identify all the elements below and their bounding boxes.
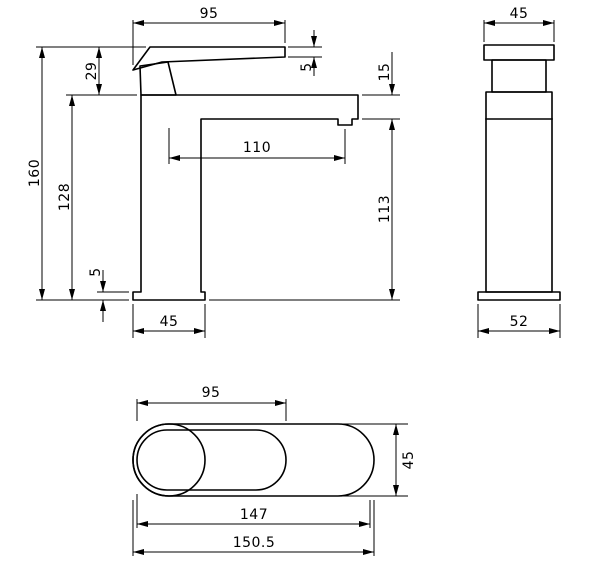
dim-side-top-depth: 45	[483, 6, 555, 42]
dim-side-base-depth: 52	[477, 304, 561, 338]
dim-label-front-handle-length: 95	[200, 6, 219, 22]
side-base-outline	[477, 291, 561, 301]
dim-label-front-spout-reach: 110	[243, 140, 271, 156]
front-handle-lever-outline	[132, 46, 286, 71]
front-view: 95 5 29 160	[27, 6, 400, 338]
dim-label-side-base-depth: 52	[510, 314, 529, 330]
dim-label-top-body-width: 45	[401, 451, 417, 470]
side-handle-outline	[483, 44, 555, 61]
side-neck-outline	[491, 59, 547, 93]
dim-label-top-overall-length: 150.5	[233, 535, 276, 551]
top-body-circle	[132, 423, 206, 497]
dim-label-front-handle-tip-thickness: 5	[299, 62, 315, 71]
dim-top-handle-length: 95	[136, 385, 287, 421]
dim-label-front-base-width: 45	[160, 314, 179, 330]
dim-label-front-spout-tip-thickness: 15	[377, 63, 393, 82]
dim-front-overall-height: 160	[27, 47, 129, 301]
dim-front-spout-reach: 110	[168, 128, 346, 164]
dim-top-length-to-spout-tip: 147	[136, 494, 371, 528]
dim-label-side-top-depth: 45	[510, 6, 529, 22]
dim-label-top-handle-length: 95	[202, 385, 221, 401]
dim-front-spout-tip-thickness: 15	[362, 52, 400, 120]
dim-top-body-width: 45	[342, 423, 417, 497]
dim-front-handle-tip-thickness: 5	[288, 30, 322, 76]
dim-front-base-width: 45	[132, 304, 206, 338]
dim-label-front-base-height: 5	[88, 267, 104, 276]
top-handle-outline	[136, 429, 287, 491]
dim-front-handle-height: 29	[36, 46, 146, 96]
front-handle-neck-outline	[139, 61, 177, 96]
dim-label-front-height-under-spout: 113	[377, 195, 393, 223]
top-spout-outline	[132, 423, 375, 497]
dim-front-base-height: 5	[88, 267, 129, 322]
dim-front-height-below-handle: 128	[57, 95, 75, 300]
front-body-outline	[132, 94, 359, 301]
dim-label-front-handle-height: 29	[84, 62, 100, 81]
side-view: 45 52	[477, 6, 561, 338]
dim-front-handle-length: 95	[132, 6, 286, 65]
dim-label-front-height-below-handle: 128	[57, 183, 73, 211]
top-view: 95 45 147 150.5	[132, 385, 417, 556]
dim-top-overall-length: 150.5	[132, 500, 375, 556]
dim-front-height-under-spout: 113	[209, 119, 400, 301]
dim-label-front-overall-height: 160	[27, 159, 43, 187]
side-body-outline	[485, 91, 553, 293]
dim-label-top-length-to-spout-tip: 147	[240, 507, 268, 523]
